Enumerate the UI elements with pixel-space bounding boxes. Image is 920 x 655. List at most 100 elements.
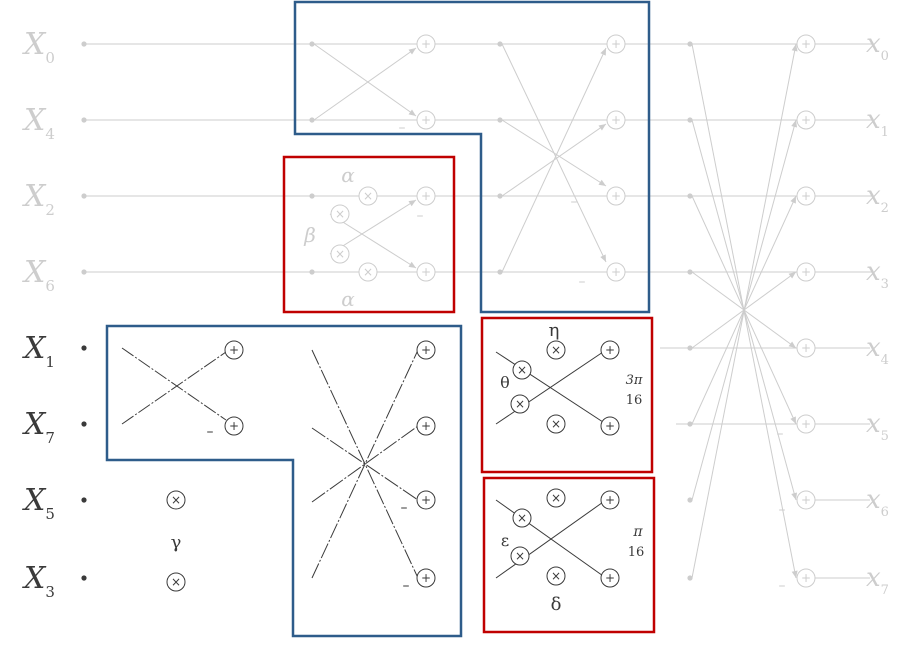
red-box-epsilon-delta xyxy=(482,476,656,634)
node-dot xyxy=(497,117,503,123)
adder-node: + xyxy=(416,186,436,206)
adder-node: + xyxy=(796,490,816,510)
plus-sign: + xyxy=(801,417,811,431)
arrow-head xyxy=(791,570,798,578)
times-sign: × xyxy=(517,511,527,525)
arrow-head xyxy=(600,254,606,262)
minus-sign: – xyxy=(779,578,786,594)
multiplier-node: × xyxy=(358,262,378,282)
arrow-head xyxy=(791,120,798,128)
node-circle xyxy=(358,262,378,282)
multiplier-node: × xyxy=(166,490,186,510)
plus-sign: + xyxy=(421,419,431,433)
node-circle xyxy=(224,416,244,436)
node-circle xyxy=(600,416,620,436)
node-dot xyxy=(309,117,315,123)
arrow-head xyxy=(600,48,606,56)
beta-label: β xyxy=(303,223,316,247)
adder-node: + xyxy=(796,186,816,206)
multiplier-node: × xyxy=(512,508,532,528)
adder-node: + xyxy=(606,186,626,206)
minus-sign: – xyxy=(403,578,410,594)
signal-line xyxy=(311,427,419,501)
plus-sign: + xyxy=(801,37,811,51)
node-dot xyxy=(687,497,693,503)
minus-sign: – xyxy=(571,194,578,210)
delta-label: δ xyxy=(551,594,562,615)
plus-sign: + xyxy=(421,37,431,51)
alpha-label: α xyxy=(341,287,355,311)
output-label-1: x1 xyxy=(866,105,889,140)
node-dot xyxy=(81,421,87,427)
signal-line xyxy=(121,351,227,425)
blue-box-bottom xyxy=(105,324,463,638)
adder-node: + xyxy=(600,416,620,436)
adder-node: + xyxy=(606,262,626,282)
plus-sign: + xyxy=(801,493,811,507)
node-circle xyxy=(416,110,436,130)
plus-sign: + xyxy=(611,189,621,203)
adder-node: + xyxy=(600,568,620,588)
adder-node: + xyxy=(224,416,244,436)
node-dot xyxy=(81,345,87,351)
plus-sign: + xyxy=(421,113,431,127)
adder-node: + xyxy=(606,34,626,54)
arrow-head xyxy=(408,261,416,268)
multiplier-node: × xyxy=(510,546,530,566)
plus-sign: + xyxy=(605,493,615,507)
minus-sign: – xyxy=(399,120,406,136)
adder-node: + xyxy=(416,110,436,130)
node-circle xyxy=(600,340,620,360)
arrow-head xyxy=(788,341,796,348)
arrow-head xyxy=(408,48,416,55)
input-label-0: X0 xyxy=(22,27,55,67)
output-label-7: x7 xyxy=(866,563,889,598)
plus-sign: + xyxy=(421,571,431,585)
plus-sign: + xyxy=(421,343,431,357)
times-sign: × xyxy=(515,549,525,563)
node-circle xyxy=(546,340,566,360)
multiplier-node: × xyxy=(510,394,530,414)
node-dot xyxy=(687,117,693,123)
node-circle xyxy=(416,340,436,360)
times-sign: × xyxy=(171,575,181,589)
adder-node: + xyxy=(796,338,816,358)
plus-sign: + xyxy=(801,265,811,279)
input-label-7: X3 xyxy=(22,561,55,601)
multiplier-node: × xyxy=(330,204,350,224)
red-box-eta-theta xyxy=(480,316,654,474)
adder-node: + xyxy=(796,262,816,282)
eta-label: η xyxy=(549,320,560,341)
node-dot xyxy=(81,575,87,581)
plus-sign: + xyxy=(611,37,621,51)
times-sign: × xyxy=(363,189,373,203)
times-sign: × xyxy=(515,397,525,411)
adder-node: + xyxy=(224,340,244,360)
multiplier-node: × xyxy=(330,244,350,264)
labels: X0X4X2X6X1X7X5X3x0x1x2x3x4x5x6x7ααβγηθεδ… xyxy=(22,27,889,615)
blue-box-top xyxy=(293,0,651,314)
node-circle xyxy=(416,262,436,282)
minus-sign: – xyxy=(417,208,424,224)
node-circle xyxy=(166,572,186,592)
arrow-head xyxy=(791,44,798,52)
output-label-6: x6 xyxy=(866,485,889,520)
plus-sign: + xyxy=(605,343,615,357)
gamma-label: γ xyxy=(171,532,182,553)
node-circle xyxy=(416,34,436,54)
plus-sign: + xyxy=(421,265,431,279)
node-dot xyxy=(687,575,693,581)
adder-node: + xyxy=(416,416,436,436)
minus-sign: – xyxy=(401,500,408,516)
node-circle xyxy=(330,204,350,224)
node-circle xyxy=(512,508,532,528)
alpha-label: α xyxy=(341,163,355,187)
arrow-head xyxy=(598,179,606,186)
signal-line xyxy=(501,47,607,273)
highlighted-flow-graph: ++–++++––××××××++××××++××××++– xyxy=(81,186,620,594)
plus-sign: + xyxy=(605,419,615,433)
signal-line xyxy=(311,349,419,579)
arrow-head xyxy=(408,109,416,116)
arrow-head xyxy=(408,200,416,207)
adder-node: + xyxy=(606,110,626,130)
